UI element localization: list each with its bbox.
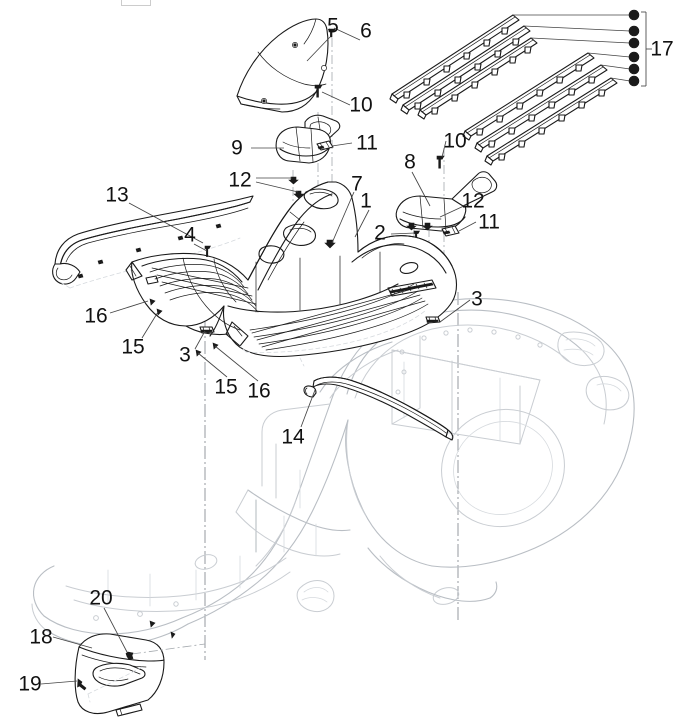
rib-group-left [149, 264, 259, 313]
part-17-rib-strip-set [389, 14, 618, 166]
part-12a-rivets [288, 176, 304, 199]
rib-group-right [249, 283, 429, 351]
part-8-rubber-pad-right [395, 171, 498, 232]
sheet-top-marker [121, 0, 151, 6]
part-12b-rivets [406, 222, 433, 231]
callout-label-4: 4 [184, 223, 196, 247]
part-20-screw [125, 651, 134, 660]
rib-strip-a2 [400, 25, 531, 115]
rib-strip-a1 [389, 14, 520, 104]
callout-label-16a: 16 [84, 304, 108, 328]
callout-label-17: 17 [650, 37, 674, 61]
callout-label-18: 18 [29, 625, 53, 649]
callout-label-3b: 3 [179, 343, 191, 367]
part-5-inner-shield-panel [236, 18, 329, 113]
callout-label-12b: 12 [461, 189, 485, 213]
callout-label-15a: 15 [121, 335, 145, 359]
callout-label-2: 2 [374, 221, 386, 245]
part-11a-clip [316, 140, 334, 151]
callout-label-10b: 10 [443, 129, 467, 153]
grille-cluster [387, 279, 437, 297]
callout-label-11a: 11 [356, 131, 378, 155]
callout-label-16b: 16 [247, 379, 271, 403]
callout-label-11b: 11 [478, 210, 500, 234]
part-11b-clip [441, 225, 460, 237]
callout-label-7: 7 [351, 172, 363, 196]
rib-strip-b1 [462, 52, 595, 141]
part-13-left-edge-trim [52, 195, 254, 289]
body-arrow-markers [149, 620, 176, 639]
rib-strip-a3 [417, 37, 538, 120]
callout-label-6: 6 [360, 19, 372, 43]
callout-label-15b: 15 [214, 375, 238, 399]
part-14-right-edge-trim [303, 376, 454, 441]
callout-label-14: 14 [281, 425, 305, 449]
part-10b-screw [436, 155, 445, 169]
part-4-screw [204, 245, 212, 257]
callout-label-19: 19 [18, 672, 42, 696]
callout-label-5: 5 [327, 14, 339, 38]
part-19-screw [77, 678, 87, 691]
callout-label-3a: 3 [471, 287, 483, 311]
rib-strip-b2 [474, 64, 608, 153]
part-15-16-markers-left [149, 298, 163, 316]
part-10a-screw [314, 84, 323, 98]
callout-label-10a: 10 [349, 93, 373, 117]
callout-label-9: 9 [231, 136, 243, 160]
part-3a-clip-nut [425, 316, 441, 324]
callout-label-12a: 12 [228, 168, 252, 192]
rib-strip-b3 [484, 77, 618, 166]
callout-17-bracket [513, 9, 652, 87]
part-6-screw [328, 28, 336, 38]
callout-label-20: 20 [89, 586, 113, 610]
part-18-lower-front-cover-panel [74, 633, 206, 717]
callout-label-8: 8 [404, 150, 416, 174]
callout-label-1: 1 [360, 189, 372, 213]
callout-label-13: 13 [105, 183, 129, 207]
part-3b-clip-nut [199, 326, 215, 334]
leader-lines [40, 27, 477, 685]
part-1-central-footboard-cover [125, 181, 458, 367]
